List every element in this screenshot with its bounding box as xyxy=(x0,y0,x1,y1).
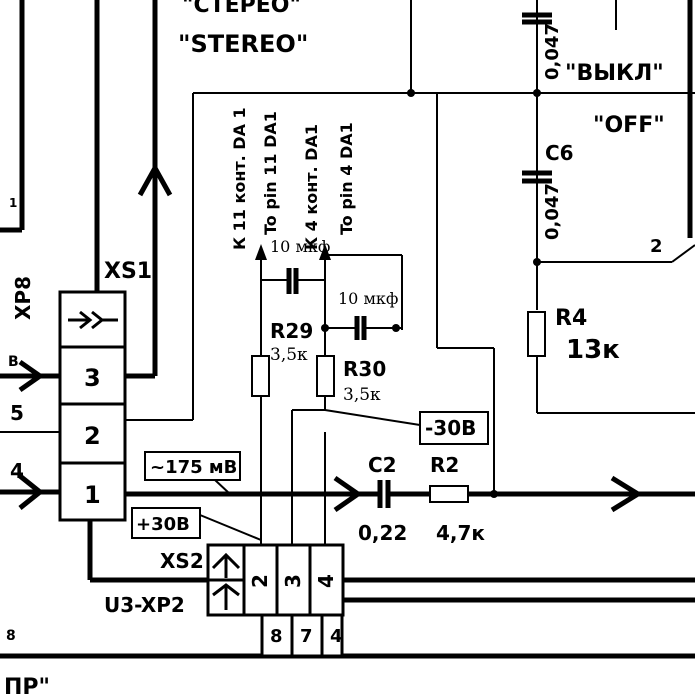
c2-ref: C2 xyxy=(368,453,397,477)
bottom-text: ПР" xyxy=(4,675,50,694)
pin-1-label: 1 xyxy=(9,196,17,210)
junction-dot xyxy=(321,324,329,332)
resistor-r29 xyxy=(251,355,270,397)
r30-value: 3,5к xyxy=(343,385,381,405)
xs2-lower-pins xyxy=(260,613,344,658)
xs1-connector xyxy=(58,290,127,522)
off-en-label: "OFF" xyxy=(593,113,665,138)
off-ru-label: "ВЫКЛ" xyxy=(565,61,664,86)
resistor-r2 xyxy=(429,485,469,503)
r30-ref: R30 xyxy=(343,357,386,381)
pin-8-label: 8 xyxy=(6,628,16,644)
voltage-plus-label: +30В xyxy=(136,514,190,535)
c-top-value: 0,047 xyxy=(542,23,563,80)
xs2-pin-4: 4 xyxy=(314,574,338,588)
cap-r29-value: 10 мкф xyxy=(270,237,330,256)
switch-arm xyxy=(671,244,695,263)
r2-value: 4,7к xyxy=(436,521,485,545)
c2-value: 0,22 xyxy=(358,521,407,545)
arrow-right-icon xyxy=(610,475,643,513)
voltage-175-box xyxy=(144,451,241,481)
resistor-r30 xyxy=(316,355,335,397)
xs2-lower-pin-8: 8 xyxy=(270,626,283,647)
to-pin4-en-label: To pin 4 DA1 xyxy=(337,122,356,235)
leader-line xyxy=(214,479,231,495)
voltage-plus-box xyxy=(131,507,201,539)
voltage-minus-box xyxy=(419,411,489,445)
arrow-right-icon xyxy=(18,359,45,393)
xs2-pin-2: 2 xyxy=(248,574,272,588)
xs1-pin-1: 1 xyxy=(84,481,101,509)
arrow-right-icon xyxy=(333,475,363,513)
r2-ref: R2 xyxy=(430,453,459,477)
xs1-pin-2: 2 xyxy=(84,422,101,450)
arrow-up-icon xyxy=(255,244,267,260)
to-pin11-ru-label: К 11 конт. DA 1 xyxy=(230,107,249,250)
stereo-en-label: "STEREO" xyxy=(178,30,308,58)
xp8-label: XP8 xyxy=(11,276,35,320)
connector-symbol-icon xyxy=(212,583,240,610)
xs2-pin-3: 3 xyxy=(281,574,305,588)
r4-ref: R4 xyxy=(555,306,587,331)
node-2-label: 2 xyxy=(650,236,663,257)
pin-5-label: 5 xyxy=(10,401,24,425)
voltage-minus-label: -30В xyxy=(425,416,476,440)
arrow-up-icon xyxy=(137,162,173,197)
to-pin11-en-label: To pin 11 DA1 xyxy=(261,111,280,235)
xs2-lower-pin-7: 7 xyxy=(300,626,313,647)
to-pin4-ru-label: К 4 конт. DA1 xyxy=(302,124,321,250)
junction-dot xyxy=(392,324,400,332)
c6-ref: C6 xyxy=(545,141,574,165)
connector-symbol-icon xyxy=(211,552,241,578)
arrow-right-icon xyxy=(18,474,45,510)
leader-line xyxy=(324,409,421,426)
pin-4-label: 4 xyxy=(10,459,24,483)
stereo-ru-label: "СТЕРЕО" xyxy=(182,0,301,18)
u3-xp2-label: U3-XP2 xyxy=(104,593,185,617)
xs1-label: XS1 xyxy=(104,259,152,284)
xs2-lower-pin-4: 4 xyxy=(330,626,343,647)
xs1-pin-3: 3 xyxy=(84,364,101,392)
r29-ref: R29 xyxy=(270,319,313,343)
voltage-175-label: ~175 мВ xyxy=(150,457,237,478)
xs2-label: XS2 xyxy=(160,549,204,573)
connector-symbol-icon xyxy=(68,310,118,330)
r4-value: 13к xyxy=(566,335,620,365)
r29-value: 3,5к xyxy=(270,345,308,365)
cap-r30-value: 10 мкф xyxy=(338,289,398,308)
resistor-r4 xyxy=(527,311,546,357)
c6-value: 0,047 xyxy=(542,183,563,240)
pin-b-label: В xyxy=(8,354,19,370)
leader-line xyxy=(199,514,262,541)
